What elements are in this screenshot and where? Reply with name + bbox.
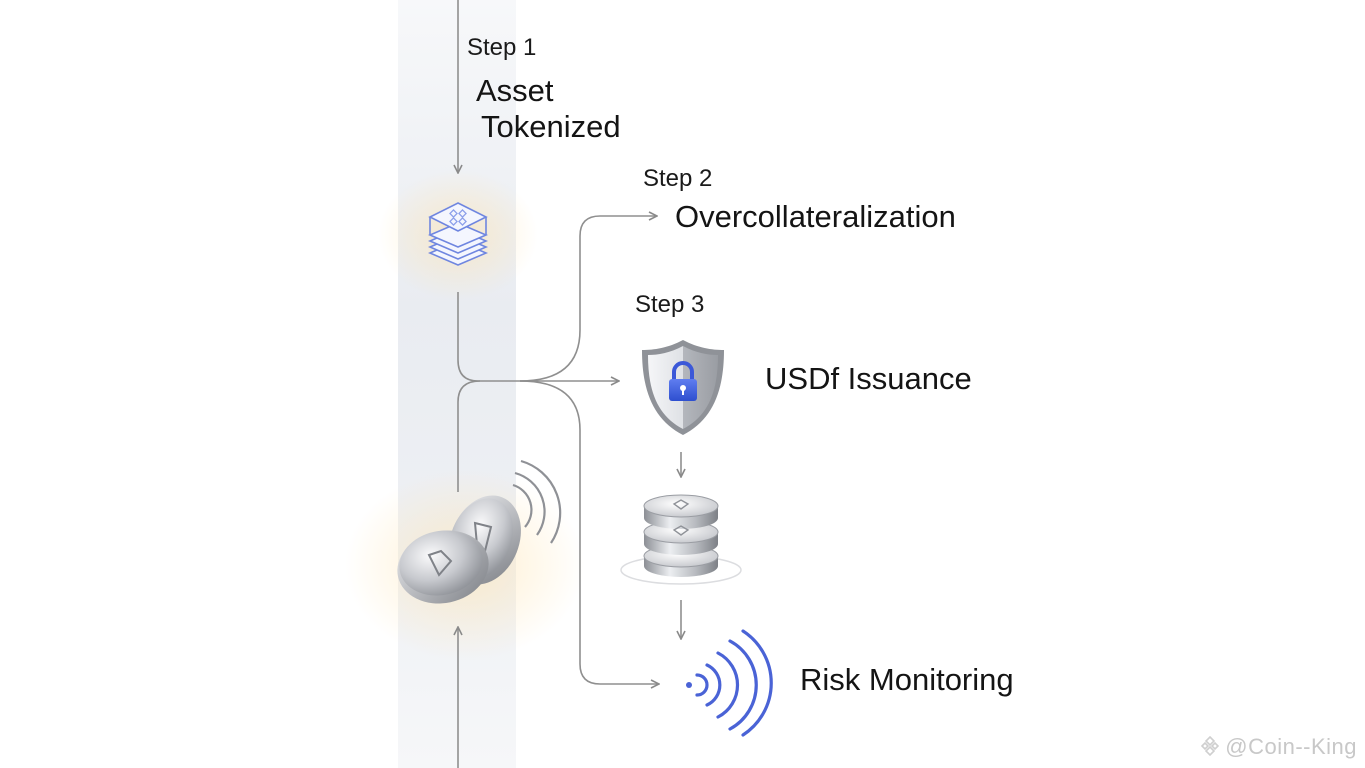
overcollateralization-label: Overcollateralization [675, 199, 956, 234]
shield-lock-icon [638, 336, 728, 443]
step-3-label: Step 3 [635, 291, 705, 318]
coin-stack-icon [620, 490, 742, 591]
risk-monitoring-label: Risk Monitoring [800, 662, 1014, 697]
coins-icon [395, 455, 565, 615]
connector-to-risk-monitoring [519, 380, 658, 684]
step-2-label: Step 2 [643, 165, 713, 192]
connector-from-coins [457, 380, 481, 492]
watermark: @Coin--King [1199, 734, 1357, 760]
connector-to-overcollateralization [519, 216, 656, 382]
asset-label: Asset [476, 73, 554, 108]
step-1-label: Step 1 [467, 34, 537, 61]
binance-logo-icon [1199, 734, 1221, 760]
layers-icon [426, 195, 490, 276]
signal-waves-icon [682, 628, 776, 743]
usdf-issuance-label: USDf Issuance [765, 361, 972, 396]
connector-to-shield [457, 292, 618, 381]
tokenized-label: Tokenized [481, 109, 621, 144]
watermark-text: @Coin--King [1225, 734, 1357, 759]
